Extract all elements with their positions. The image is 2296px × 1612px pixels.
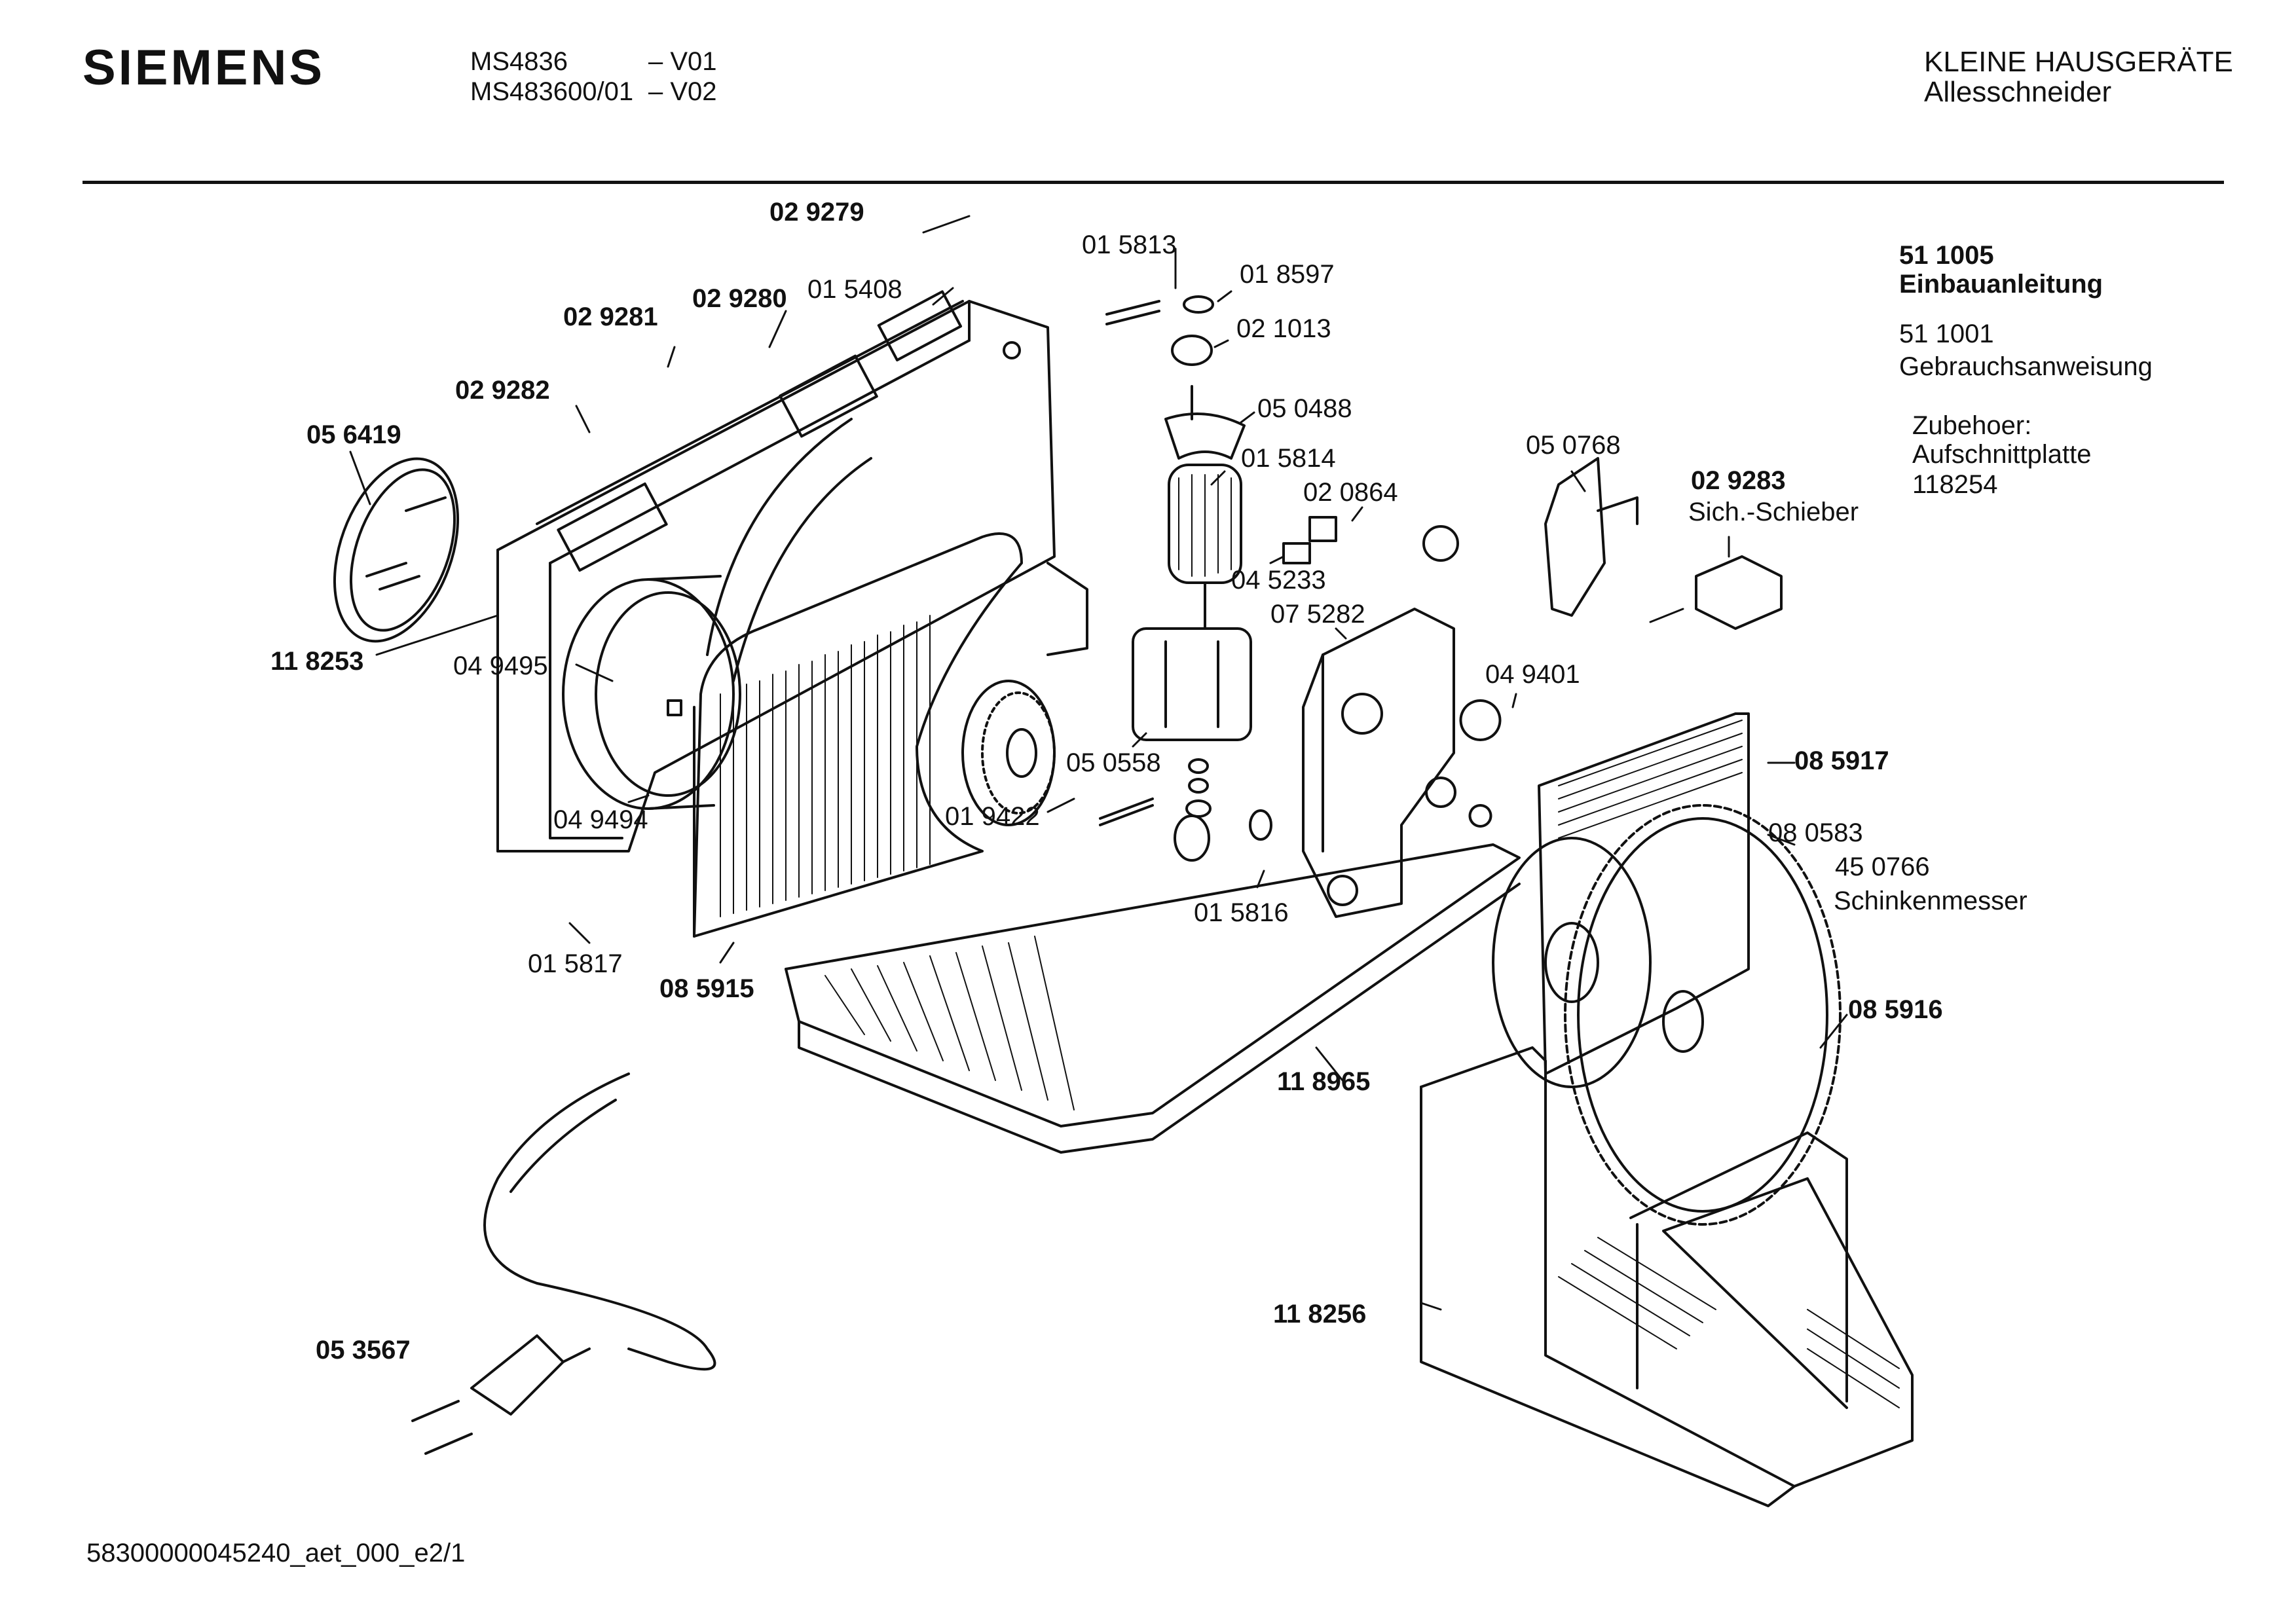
part-label-045233: 04 5233 <box>1231 566 1326 595</box>
motor-cover <box>562 575 741 810</box>
model-version-2: – V02 <box>648 77 717 106</box>
accessory-number: 118254 <box>1912 470 1998 499</box>
front-housing <box>693 532 1023 938</box>
motor-assembly <box>1105 295 1252 741</box>
part-label-029280: 02 9280 <box>692 284 787 313</box>
footer-doc-code: 58300000045240_aet_000_e2/1 <box>86 1539 466 1567</box>
doc1-name: Einbauanleitung <box>1899 270 2103 299</box>
part-label-019422: 01 9422 <box>945 802 1040 831</box>
part-label-075282: 07 5282 <box>1270 600 1365 629</box>
category-title: KLEINE HAUSGERÄTE <box>1924 46 2233 78</box>
part-label-118253: 11 8253 <box>270 647 364 676</box>
brand-logo: SIEMENS <box>83 40 325 96</box>
part-label-053567: 05 3567 <box>316 1336 411 1365</box>
part-label-015813: 01 5813 <box>1082 230 1177 259</box>
part-label-050558: 05 0558 <box>1066 748 1161 777</box>
part-label-015814: 01 5814 <box>1241 444 1336 473</box>
safety-slider <box>1649 555 1783 630</box>
model-number-2: MS483600/01 <box>470 77 634 106</box>
gear-wheel <box>961 680 1056 826</box>
part-label-015408: 01 5408 <box>807 275 902 304</box>
doc2-name: Gebrauchsanweisung <box>1899 352 2153 381</box>
header-divider <box>83 181 2224 184</box>
accessory-name: Aufschnittplatte <box>1912 440 2092 469</box>
part-label-015816: 01 5816 <box>1194 898 1289 927</box>
power-cord <box>411 1072 716 1455</box>
part-label-080583: 08 0583 <box>1768 818 1863 847</box>
part-label-049494: 04 9494 <box>553 805 648 834</box>
part-label-085917: 08 5917 <box>1794 746 1889 775</box>
part-label-015817: 01 5817 <box>528 949 623 978</box>
part-label-029282: 02 9282 <box>455 376 550 405</box>
part-label-118965: 11 8965 <box>1277 1067 1371 1096</box>
cutting-blade <box>1492 804 1842 1226</box>
part-label-018597: 01 8597 <box>1240 260 1335 289</box>
part-label-029279: 02 9279 <box>769 198 864 227</box>
part-label-020864: 02 0864 <box>1303 478 1398 507</box>
part-label-029281: 02 9281 <box>563 302 658 331</box>
model-number-1: MS4836 <box>470 47 568 76</box>
doc2-number: 51 1001 <box>1899 320 1994 348</box>
part-label-sich-schieber: Sich.-Schieber <box>1688 498 1859 526</box>
part-label-049495: 04 9495 <box>453 651 548 680</box>
part-label-schinkenmesser: Schinkenmesser <box>1834 887 2028 915</box>
part-label-085916: 08 5916 <box>1848 995 1943 1024</box>
base-tray <box>785 843 1521 1154</box>
part-label-118256: 11 8256 <box>1273 1300 1367 1328</box>
housing-back <box>496 290 1088 852</box>
part-label-450766: 45 0766 <box>1835 852 1930 881</box>
doc1-number: 51 1005 <box>1899 241 1994 270</box>
switch-bracket <box>1544 457 1639 617</box>
accessory-heading: Zubehoer: <box>1912 411 2032 440</box>
part-label-050488: 05 0488 <box>1257 394 1352 423</box>
small-parts <box>1099 525 1502 862</box>
part-label-029283: 02 9283 <box>1691 466 1786 495</box>
gear-housing <box>1282 516 1492 918</box>
part-label-049401: 04 9401 <box>1485 660 1580 689</box>
blade-carrier <box>1538 712 1750 1075</box>
model-version-1: – V01 <box>648 47 717 76</box>
slide-carriage <box>1420 1046 1914 1507</box>
part-label-085915: 08 5915 <box>659 974 754 1003</box>
strap-ring <box>333 457 460 643</box>
part-label-056419: 05 6419 <box>306 420 401 449</box>
part-label-050768: 05 0768 <box>1526 431 1621 460</box>
product-title: Allesschneider <box>1924 76 2112 108</box>
part-label-021013: 02 1013 <box>1236 314 1331 343</box>
leader-lines <box>349 215 1848 1311</box>
